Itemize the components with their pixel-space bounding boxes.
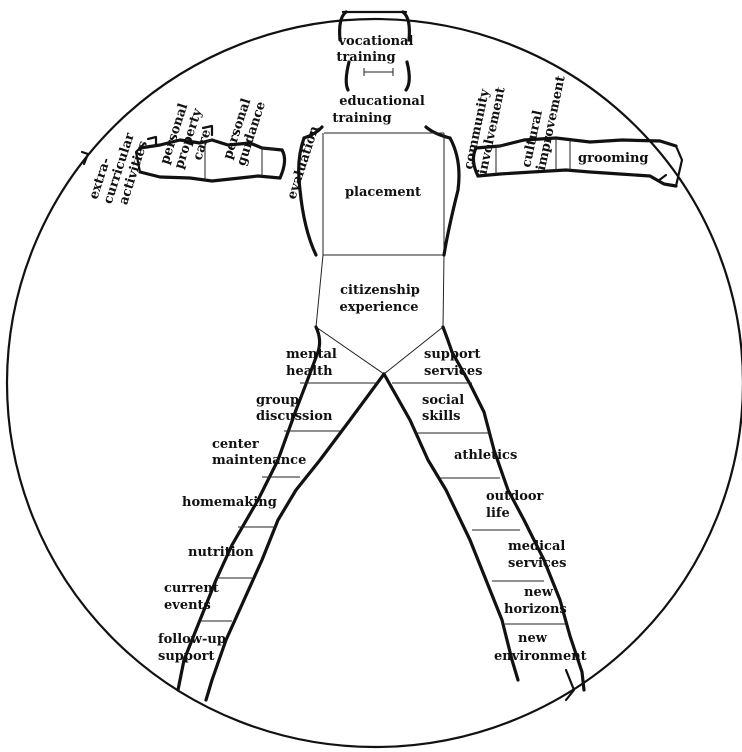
support-services-label: support: [424, 347, 480, 362]
right-leg-labels: support services social skills athletics…: [422, 347, 587, 664]
homemaking-label: homemaking: [182, 495, 277, 510]
educational-training-label-2: training: [332, 111, 391, 126]
new-environment-label-2: environment: [494, 649, 587, 664]
social-skills-label: social: [422, 393, 464, 408]
citizenship-label-2: experience: [339, 300, 418, 315]
center-maintenance-label: center: [212, 437, 259, 452]
current-events-label-2: events: [164, 598, 211, 613]
new-horizons-label-2: horizons: [504, 602, 567, 617]
nutrition-label: nutrition: [188, 545, 254, 560]
group-discussion-label: group: [256, 393, 299, 408]
grooming-label: grooming: [578, 151, 649, 166]
medical-services-label-2: services: [508, 556, 566, 571]
left-arm-labels: extra- curricular activities personal pr…: [87, 95, 323, 210]
center-maintenance-label-2: maintenance: [212, 453, 306, 468]
support-services-label-2: services: [424, 364, 482, 379]
outdoor-life-label: outdoor: [486, 489, 544, 504]
new-environment-label: new: [518, 631, 548, 646]
group-discussion-label-2: discussion: [256, 409, 333, 424]
follow-up-support-label: follow-up: [158, 632, 226, 647]
new-horizons-label: new: [524, 585, 554, 600]
right-arm-labels: community involvement cultural improveme…: [461, 71, 569, 176]
evaluation-label: evaluation: [285, 124, 323, 202]
torso: [316, 133, 444, 374]
left-leg-labels: mental health group discussion center ma…: [158, 347, 337, 664]
athletics-label: athletics: [454, 448, 517, 463]
outdoor-life-label-2: life: [486, 506, 510, 521]
follow-up-support-label-2: support: [158, 649, 214, 664]
medical-services-label: medical: [508, 539, 565, 554]
mental-health-label-2: health: [286, 364, 333, 379]
current-events-label: current: [164, 581, 219, 596]
vocational-training-label: vocational: [338, 34, 414, 49]
placement-label: placement: [345, 185, 421, 200]
social-skills-label-2: skills: [422, 409, 460, 424]
citizenship-label: citizenship: [340, 283, 420, 298]
vocational-training-label-2: training: [336, 50, 395, 65]
educational-training-label: educational: [339, 94, 425, 109]
mental-health-label: mental: [286, 347, 337, 362]
